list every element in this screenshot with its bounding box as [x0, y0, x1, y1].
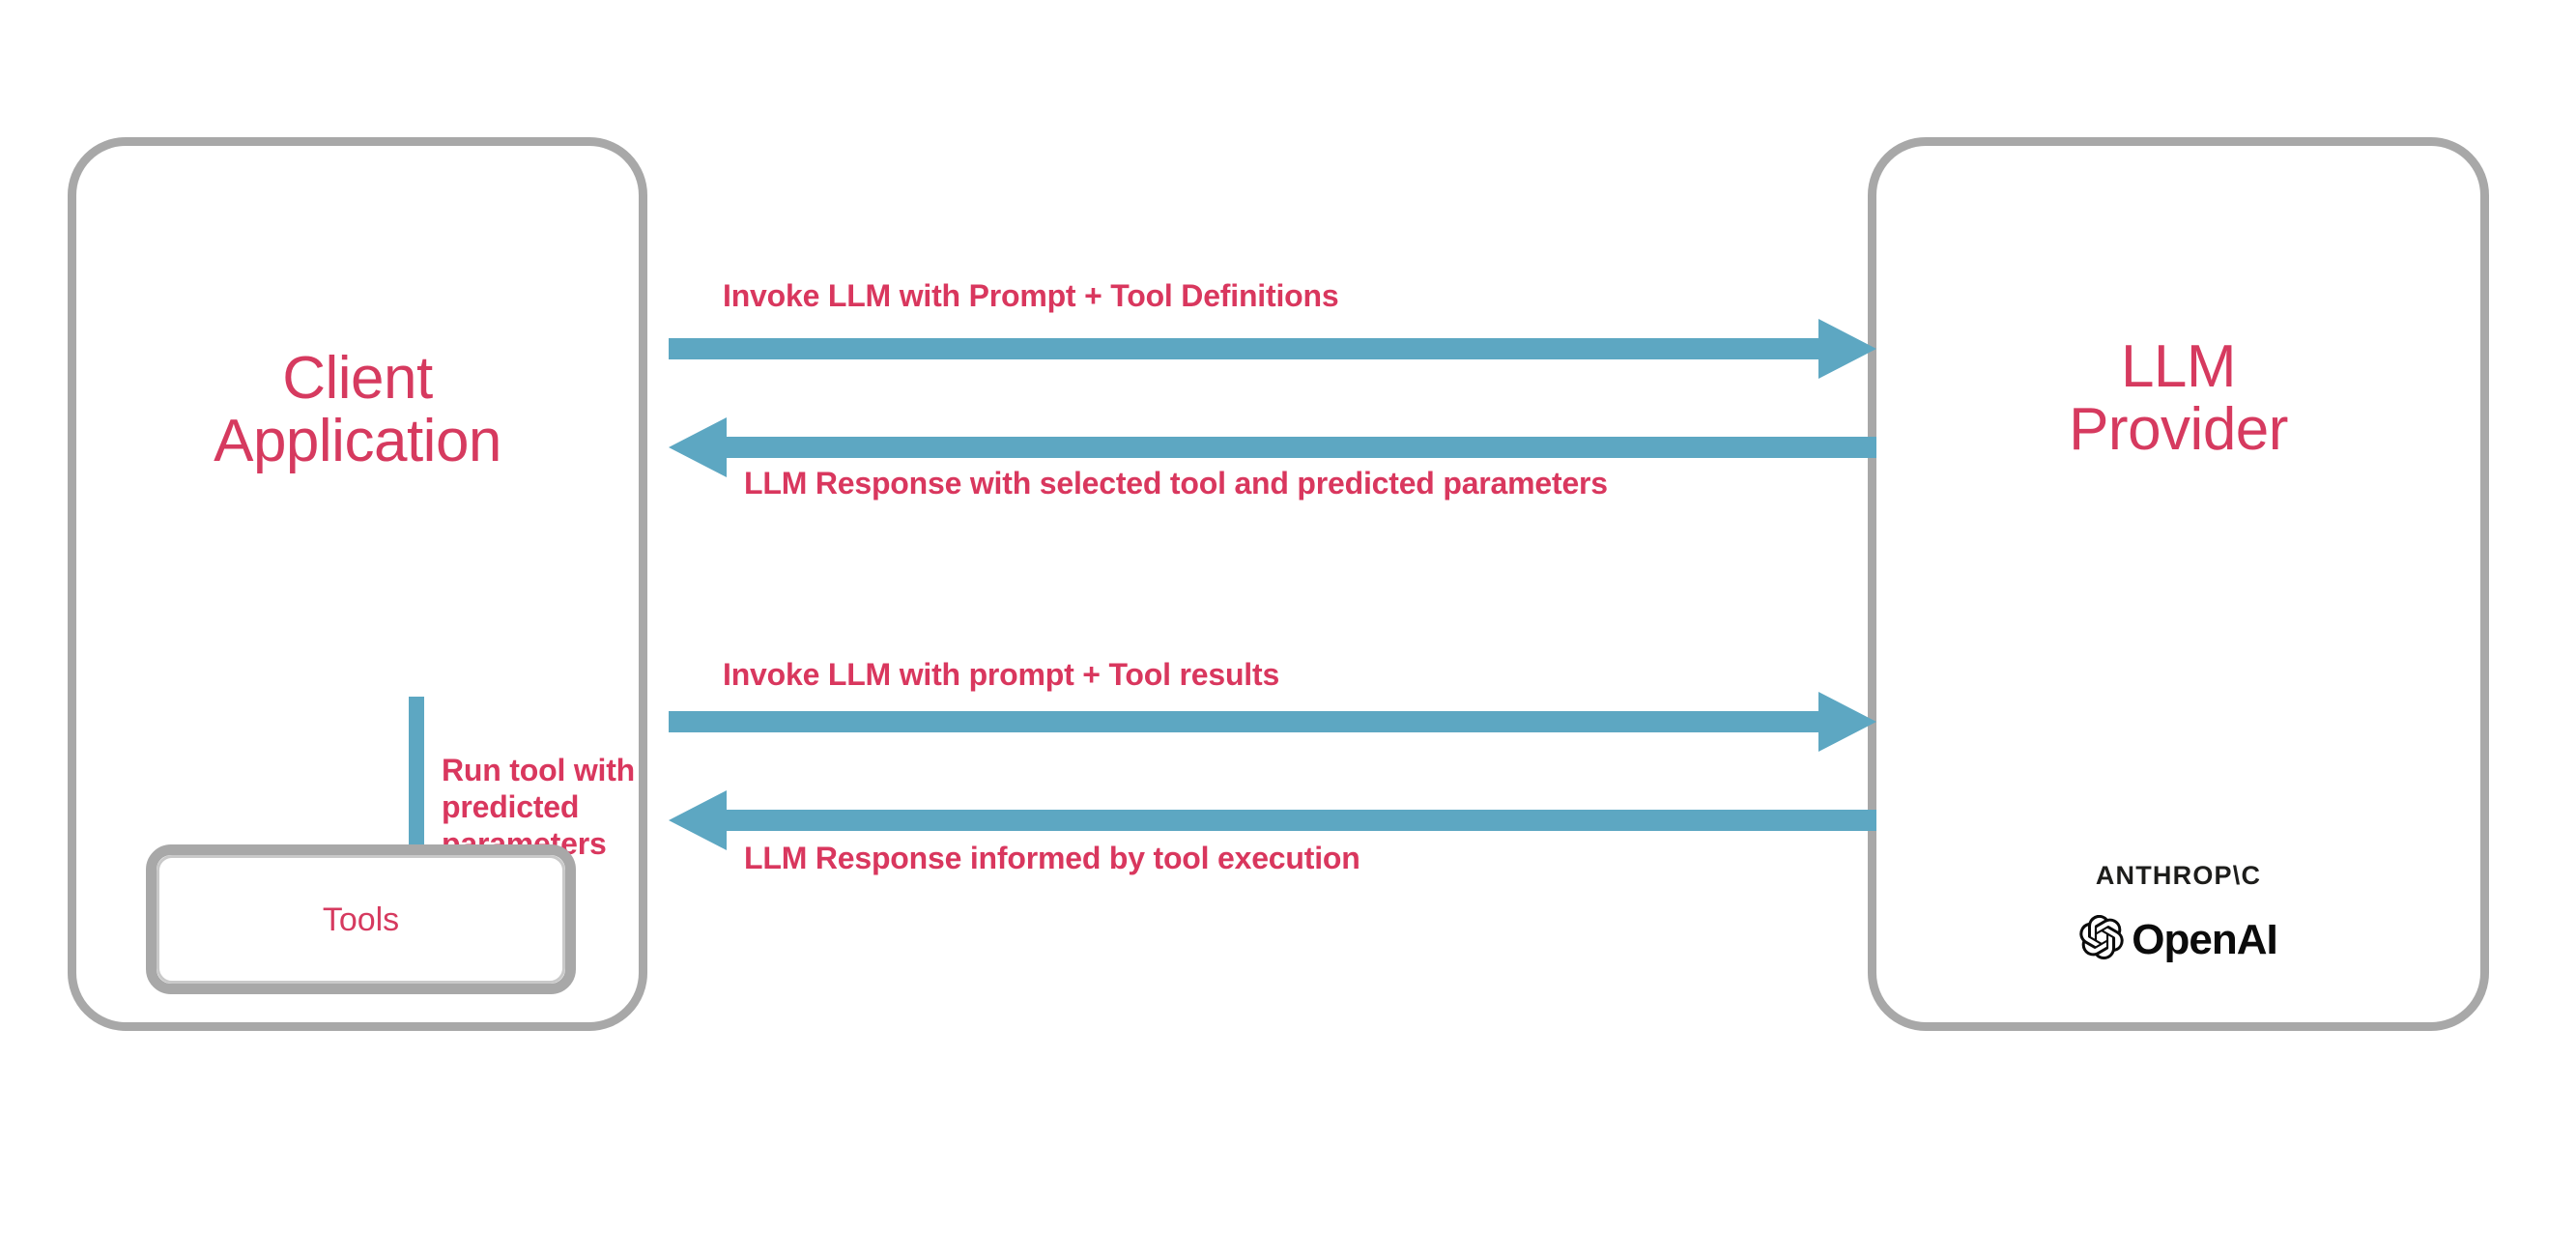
message-label-1: Invoke LLM with Prompt + Tool Definition…: [723, 278, 1339, 313]
client-application-node[interactable]: Client Application Run tool with predict…: [68, 137, 647, 1031]
openai-logo: OpenAI: [1876, 914, 2480, 964]
anthropic-logo: ANTHROP\C: [2095, 861, 2262, 890]
openai-wordmark: OpenAI: [2132, 915, 2277, 963]
message-label-2: LLM Response with selected tool and pred…: [744, 466, 1608, 500]
tools-label: Tools: [322, 901, 400, 938]
llm-provider-node[interactable]: LLM Provider ANTHROP\C OpenAI: [1868, 137, 2489, 1031]
message-arrow-left-icon: [669, 417, 1876, 502]
message-label-3: Invoke LLM with prompt + Tool results: [723, 657, 1280, 692]
client-title-line-2: Application: [214, 408, 501, 475]
provider-title-line-1: LLM: [2120, 333, 2237, 400]
message-arrow-left-icon-2: [669, 790, 1876, 875]
llm-provider-title: LLM Provider: [1876, 335, 2480, 461]
run-tool-label-line-2: predicted: [442, 788, 580, 824]
provider-title-line-2: Provider: [2069, 396, 2288, 464]
run-tool-down-arrow-icon: [378, 697, 455, 986]
tools-node[interactable]: Tools: [146, 844, 576, 994]
message-arrow-right-icon-2: [669, 692, 1876, 777]
message-label-4: LLM Response informed by tool execution: [744, 841, 1360, 875]
message-arrow-right-icon: [669, 319, 1876, 404]
run-tool-label-line-1: Run tool with: [442, 753, 636, 787]
client-title-line-1: Client: [282, 345, 433, 412]
run-tool-label: Run tool with predicted parameters: [442, 753, 731, 862]
client-application-title: Client Application: [76, 347, 639, 472]
openai-spiral-icon: [2079, 914, 2124, 964]
